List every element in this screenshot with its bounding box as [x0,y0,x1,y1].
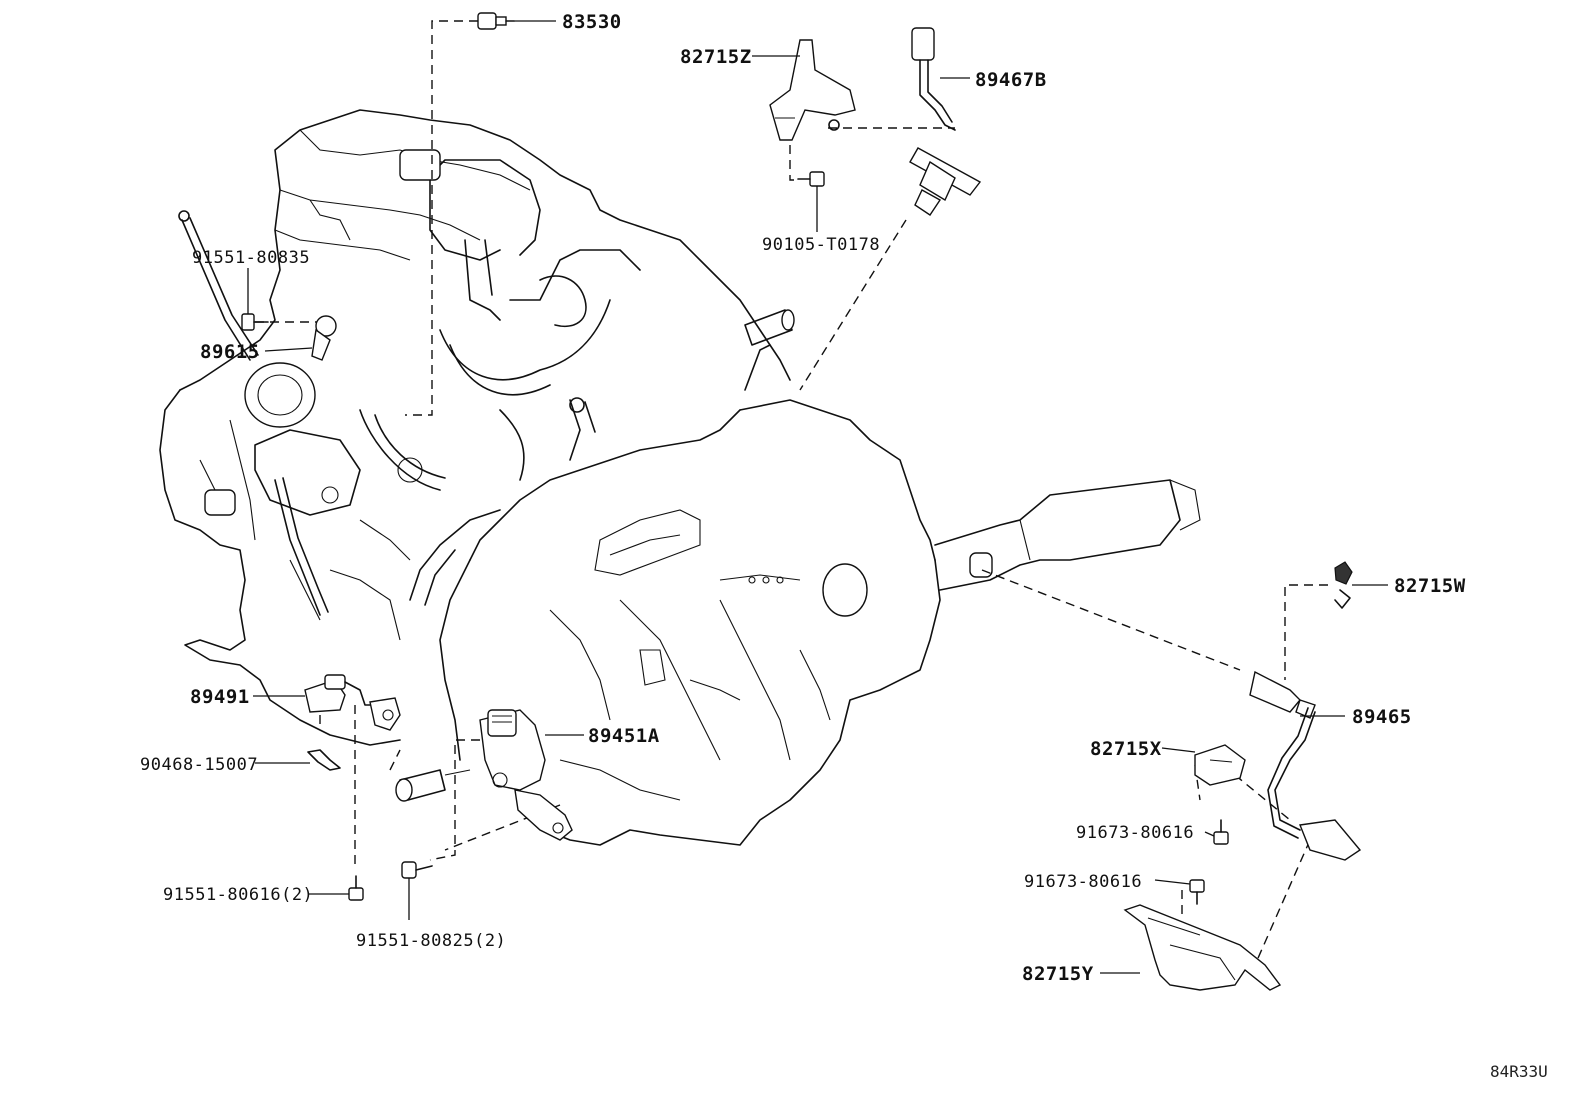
part-89615-knock-sensor[interactable] [311,315,337,361]
part-89467B-sensor[interactable] [909,27,982,216]
part-90105-T0178-bolt[interactable] [797,171,825,187]
label-89467B[interactable]: 89467B [975,69,1047,91]
part-91551-80825-bolt[interactable] [401,861,433,879]
label-89491[interactable]: 89491 [190,686,250,708]
label-82715Z[interactable]: 82715Z [680,46,752,68]
part-82715Z-bracket[interactable] [769,39,856,141]
label-91551-80825[interactable]: 91551-80825(2) [356,931,506,951]
part-90468-15007-clip[interactable] [307,749,341,771]
label-91673-80616-a[interactable]: 91673-80616 [1076,823,1194,843]
part-91673-80616-bolt-b[interactable] [1189,879,1205,905]
part-91673-80616-bolt-a[interactable] [1213,819,1229,845]
label-91551-80616[interactable]: 91551-80616(2) [163,885,313,905]
label-82715X[interactable]: 82715X [1090,738,1162,760]
part-89491-speed-sensor[interactable] [304,674,401,731]
part-82715X-bracket[interactable] [1194,744,1246,786]
label-89451A[interactable]: 89451A [588,725,660,747]
part-91551-80616-bolt[interactable] [348,875,364,901]
part-89465-sensor[interactable] [1249,670,1362,861]
label-91551-80835[interactable]: 91551-80835 [192,248,310,268]
leader-lines [247,20,1388,974]
label-91673-80616-b[interactable]: 91673-80616 [1024,872,1142,892]
part-89451A-switch[interactable] [479,709,573,841]
part-82715W-clamp[interactable] [1334,561,1353,609]
label-90468-15007[interactable]: 90468-15007 [140,755,258,775]
part-labels: 83530 82715Z 89467B 90105-T0178 91551-80… [140,11,1548,1081]
part-91551-80835-bolt[interactable] [241,313,269,331]
part-82715Y-bracket[interactable] [1123,904,1282,991]
diagram-code: 84R33U [1490,1062,1548,1081]
label-89465[interactable]: 89465 [1352,706,1412,728]
label-82715Y[interactable]: 82715Y [1022,963,1094,985]
label-89615[interactable]: 89615 [200,341,260,363]
label-82715W[interactable]: 82715W [1394,575,1466,597]
label-90105-T0178[interactable]: 90105-T0178 [762,235,880,255]
label-83530[interactable]: 83530 [562,11,622,33]
engine-assembly-drawing [159,109,1201,846]
part-83530-switch[interactable] [477,12,515,30]
